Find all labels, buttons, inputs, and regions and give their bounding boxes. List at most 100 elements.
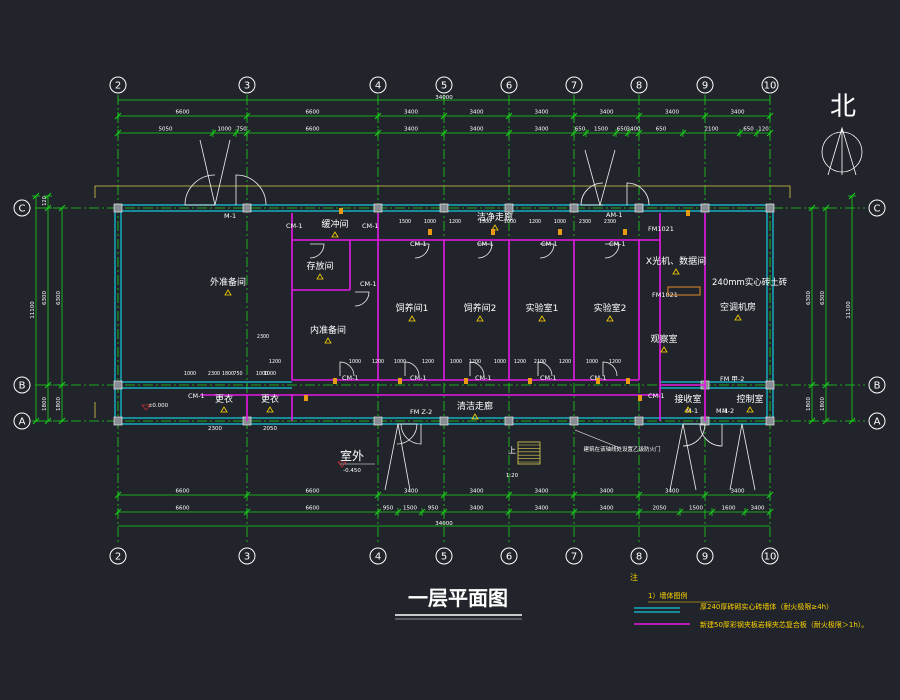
dim-tick-slash [114,491,122,499]
axis-bubble-right [868,412,886,430]
structural-column [113,416,123,426]
interior-dimension: 2300 [579,219,591,225]
room-label: 实验室1 [526,302,559,314]
entry-swing-line [729,423,756,491]
dim-tick-slash [708,508,716,516]
structural-column [700,203,710,213]
interior-dimension: 1000 [504,219,516,225]
dim-top-row1-text: 6600 [306,110,320,116]
dim-top-row2-text: 650 [575,127,586,133]
dim-bottom-row1-text: 3400 [665,489,679,495]
door-tag: FM 甲-2 [720,375,744,383]
axis-bubble-left [13,376,31,394]
interior-dimension: 1000 [349,359,361,365]
outside-level: -0.450 [343,468,361,474]
door-tag: CM-1 [475,374,492,382]
dim-tick-slash [676,508,684,516]
dim-tick-slash [209,129,217,137]
dim-tick-slash [505,112,513,120]
axis-bubble-top [761,76,779,94]
dim-left-text: 1800 [56,397,62,411]
structural-column [373,203,383,213]
axis-bubble-left [13,412,31,430]
axis-label-right: A [874,417,881,428]
pipe-marker [558,229,562,235]
room-label: 饲养间1 [396,302,429,314]
room-label: 更衣 [261,393,279,405]
warning-triangle [471,413,479,420]
door-tag: CM-1 [188,392,205,400]
dim-top-row1-text: 3400 [535,110,549,116]
room-label: X光机、数据间 [646,255,706,267]
drawing-title: 一层平面图 [408,586,508,610]
door-main-west [184,174,216,206]
entry-swing-line [584,149,616,207]
dim-tick-slash [766,129,774,137]
door-lab [354,291,370,307]
axis-label-left: A [19,417,26,428]
pipe-marker [304,395,308,401]
axis-bubble-right [868,199,886,217]
warning-triangle [538,315,546,322]
dim-tick-slash [114,508,122,516]
dim-top-row2-text: 3400 [535,127,549,133]
interior-dimension: 1200 [514,359,526,365]
wall-callout: 建筑在该轴线处设置乙级防火门 [583,445,660,453]
room-label: 外准备间 [210,276,246,288]
door-tag: M-1 [716,407,728,415]
warning-triangle [324,337,332,344]
dim-tick-slash [32,417,40,425]
dim-bottom-row2-text: 6600 [176,506,190,512]
entry-swing-line [384,423,411,491]
dim-tick-slash [741,508,749,516]
dim-left-text: 6300 [56,291,62,305]
floor-level: ±0.000 [148,403,169,409]
axis-label-top: 10 [764,81,777,92]
axis-bubble-top [369,76,387,94]
dim-tick-slash [753,129,761,137]
dim-tick-slash [736,129,744,137]
dim-top-row2-text: 3400 [404,127,418,133]
entry-swing-line [669,423,697,491]
axis-bubble-top [630,76,648,94]
structural-column [504,203,514,213]
dim-tick-slash [848,192,856,200]
level-triangle [337,461,347,468]
axis-label-top: 6 [506,81,512,92]
dim-left-text: 120 [42,196,48,206]
interior-dimension: 2300 [208,371,220,377]
interior-dimension: 1200 [269,359,281,365]
axis-label-right: B [874,381,881,392]
door-south-corridor [400,423,422,445]
door-tag: CM-1 [362,222,379,230]
dim-top-row1-text: 3400 [470,110,484,116]
warning-triangle [476,315,484,322]
dim-tick-slash [374,112,382,120]
stair-outline [517,441,541,465]
pipe-marker [596,378,600,384]
structural-column [439,416,449,426]
axis-bubble-left [13,199,31,217]
axis-label-top: 2 [115,81,121,92]
wall-note: 240mm实心砖土砖 [712,277,788,288]
axis-label-left: C [19,204,26,215]
dim-tick-slash [635,508,643,516]
dim-bottom-row2-text: 3400 [600,506,614,512]
interior-dimension: 750 [233,371,242,377]
interior-dimension: 1000 [184,371,196,377]
structural-column [569,203,579,213]
pipe-marker [491,229,495,235]
dim-tick-slash [114,112,122,120]
door-tag: FM Z-2 [410,408,432,416]
dim-tick-slash [766,491,774,499]
door-lab-south [537,361,553,377]
dim-top-row2-text: 6600 [306,127,320,133]
axis-label-bottom: 2 [115,552,121,563]
dim-tick-slash [440,129,448,137]
dim-tick-slash [808,417,816,425]
warning-triangle [660,346,668,353]
axis-bubble-bottom [435,547,453,565]
dim-tick-slash [679,129,687,137]
dim-tick-slash [822,381,830,389]
